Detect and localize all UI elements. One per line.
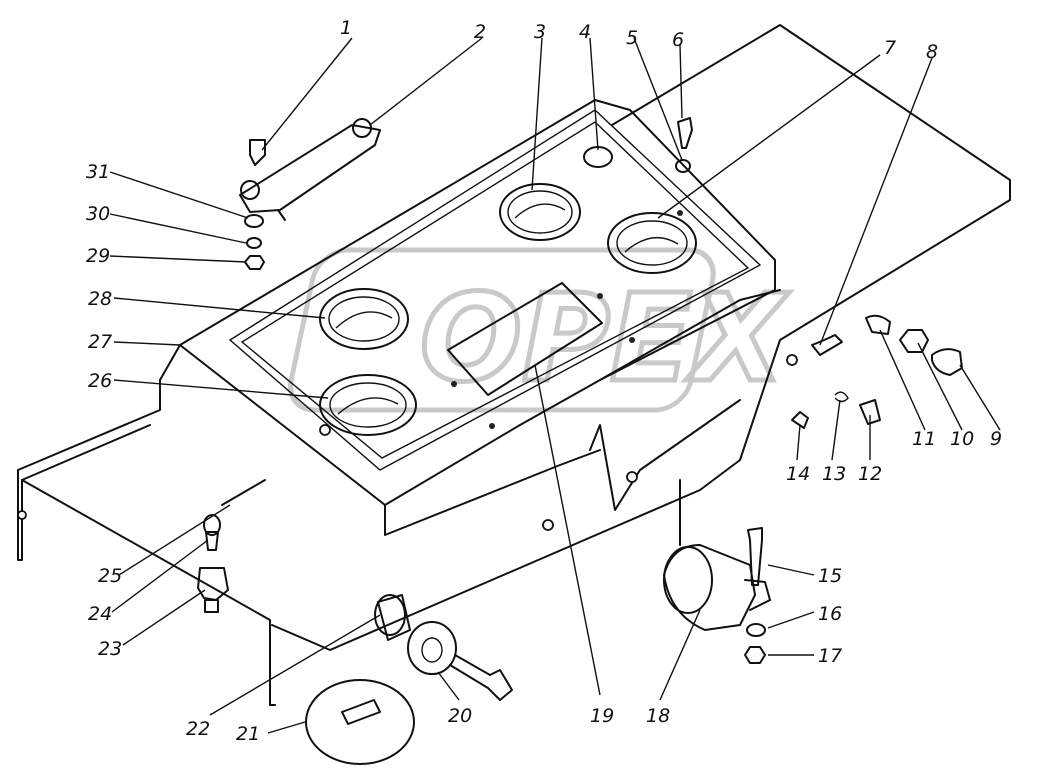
label-2: 2 bbox=[474, 21, 486, 43]
label-19: 19 bbox=[590, 705, 614, 727]
label-17: 17 bbox=[818, 645, 842, 667]
access-plate bbox=[447, 282, 603, 396]
label-20: 20 bbox=[448, 705, 472, 727]
label-28: 28 bbox=[88, 288, 112, 310]
label-23: 23 bbox=[98, 638, 122, 660]
washer-13 bbox=[834, 391, 849, 403]
label-8: 8 bbox=[926, 41, 938, 63]
right-side-fasteners bbox=[791, 314, 963, 429]
fastener-stack-left bbox=[244, 214, 265, 270]
mounting-bracket bbox=[239, 118, 381, 221]
label-31: 31 bbox=[86, 161, 110, 183]
gauge-3 bbox=[499, 183, 581, 241]
screw-6 bbox=[675, 117, 693, 173]
watermark-text: OPEX bbox=[420, 270, 790, 409]
nut-10 bbox=[899, 329, 929, 353]
gauge-7 bbox=[607, 212, 697, 274]
label-30: 30 bbox=[86, 203, 110, 225]
leader-lines bbox=[109, 37, 1001, 734]
watermark-logo: OPEX bbox=[288, 247, 792, 413]
screw-1 bbox=[249, 139, 266, 166]
cap-9 bbox=[931, 348, 963, 376]
label-13: 13 bbox=[822, 463, 846, 485]
label-27: 27 bbox=[88, 331, 112, 353]
label-15: 15 bbox=[818, 565, 842, 587]
label-18: 18 bbox=[646, 705, 670, 727]
lamp-socket bbox=[197, 514, 229, 613]
label-1: 1 bbox=[340, 17, 352, 39]
label-22: 22 bbox=[186, 718, 210, 740]
label-14: 14 bbox=[786, 463, 810, 485]
label-3: 3 bbox=[534, 21, 546, 43]
label-26: 26 bbox=[88, 370, 112, 392]
clip-8 bbox=[811, 334, 843, 356]
label-24: 24 bbox=[88, 603, 112, 625]
label-21: 21 bbox=[236, 723, 260, 745]
socket-assembly bbox=[663, 527, 771, 664]
label-5: 5 bbox=[626, 27, 638, 49]
key bbox=[449, 654, 513, 701]
ignition-switch bbox=[305, 594, 513, 765]
gauge-28 bbox=[319, 288, 409, 350]
gauge-26 bbox=[319, 374, 417, 436]
label-16: 16 bbox=[818, 603, 842, 625]
part-11 bbox=[865, 314, 891, 335]
label-12: 12 bbox=[858, 463, 882, 485]
label-29: 29 bbox=[86, 245, 110, 267]
label-11: 11 bbox=[912, 428, 936, 450]
label-4: 4 bbox=[579, 21, 591, 43]
panel-housing bbox=[17, 24, 1011, 706]
part-labels: 1 2 3 4 5 6 7 8 9 10 11 12 13 14 15 16 1… bbox=[86, 17, 1002, 745]
label-7: 7 bbox=[884, 37, 896, 59]
cover-21 bbox=[305, 679, 415, 765]
label-9: 9 bbox=[990, 428, 1002, 450]
label-25: 25 bbox=[98, 565, 122, 587]
screw-12 bbox=[859, 399, 881, 425]
label-10: 10 bbox=[950, 428, 974, 450]
label-6: 6 bbox=[672, 29, 684, 51]
